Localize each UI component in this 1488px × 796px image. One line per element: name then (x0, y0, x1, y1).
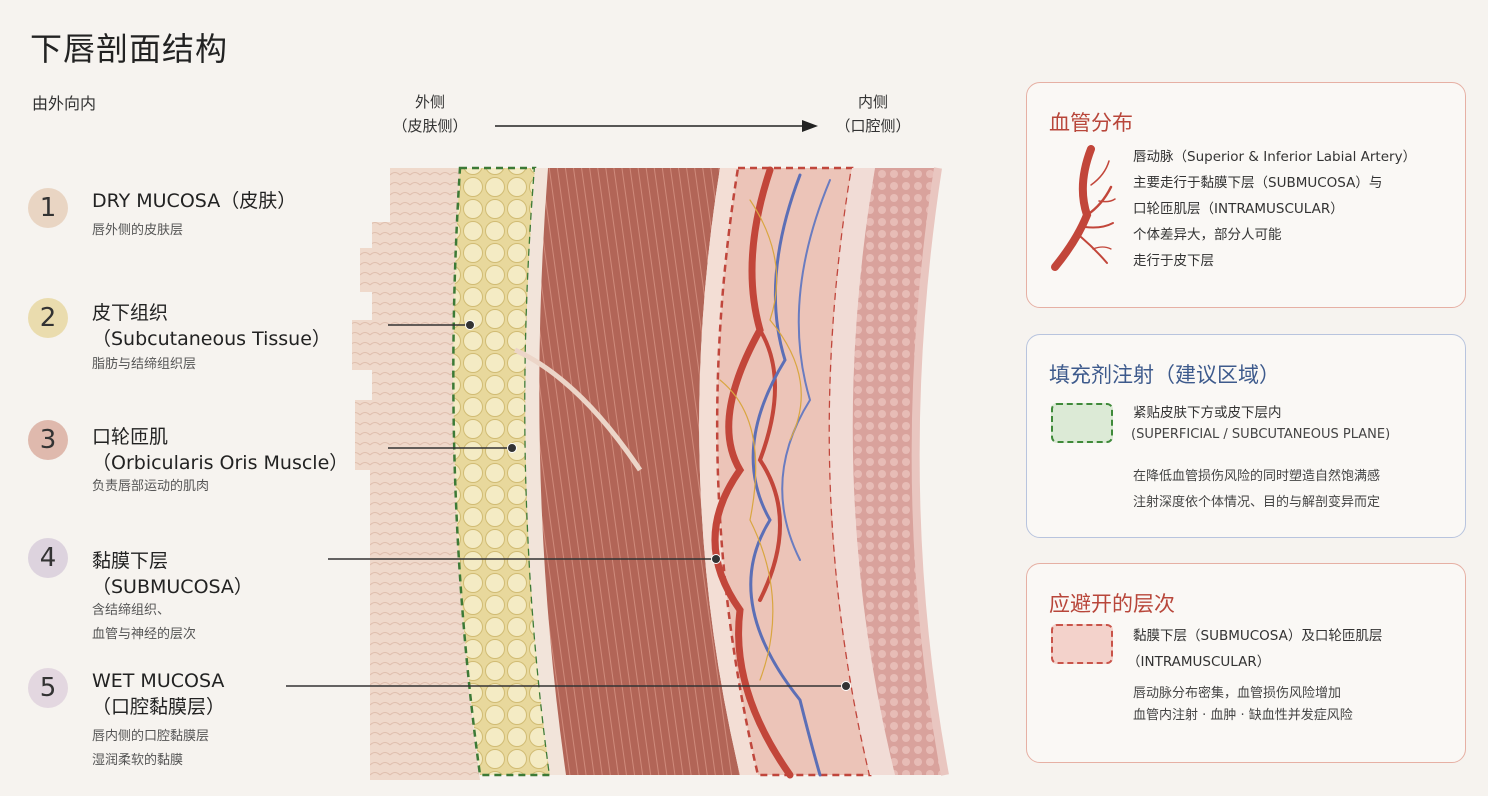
outer-side-label-line1: 外侧 (414, 93, 445, 111)
filler-card-note-1: 在降低血管损伤风险的同时塑造自然饱满感 (1133, 469, 1381, 484)
layer-name-zh: （口腔黏膜层） (92, 696, 226, 718)
vessel-card-line-5: 走行于皮下层 (1133, 253, 1214, 269)
subtitle: 由外向内 (32, 94, 97, 113)
page-title: 下唇剖面结构 (30, 30, 229, 68)
layer-name: WET MUCOSA (92, 670, 225, 692)
layer-fascia (525, 168, 566, 775)
layer-description-2: 血管与神经的层次 (92, 627, 197, 642)
avoid-card-note-1: 唇动脉分布密集，血管损伤风险增加 (1133, 686, 1342, 701)
inner-side-label-line1: 内侧 (857, 93, 888, 111)
layer-description-2: 湿润柔软的黏膜 (92, 753, 184, 768)
layer-name: 口轮匝肌 (92, 426, 169, 448)
layer-number-badge: 3 (28, 420, 68, 460)
layer-description: 唇内侧的口腔黏膜层 (92, 729, 210, 744)
layer-number-badge: 5 (28, 668, 68, 708)
filler-card-note-2: 注射深度依个体情况、目的与解剖变异而定 (1133, 495, 1381, 510)
vessel-distribution-card: 血管分布 唇动脉（Superior & Inferior Labial Arte… (1026, 82, 1466, 308)
vessel-card-title: 血管分布 (1049, 111, 1133, 135)
layer-name-en: （SUBMUCOSA） (92, 576, 253, 598)
outer-side-label-line2: （皮肤侧） (392, 117, 468, 135)
layer-description: 脂肪与结缔组织层 (92, 357, 197, 372)
layer-description: 含结缔组织、 (92, 603, 171, 618)
recommended-zone-swatch (1051, 403, 1113, 443)
avoid-card-note-2: 血管内注射 · 血肿 · 缺血性并发症风险 (1133, 708, 1353, 723)
labial-vessels (711, 166, 831, 779)
artery-icon (1051, 145, 1116, 271)
layer-number-badge: 1 (28, 188, 68, 228)
vessel-card-line-4: 个体差异大，部分人可能 (1133, 227, 1282, 243)
layer-name-en: （Orbicularis Oris Muscle） (92, 452, 349, 474)
leader-dots (465, 320, 851, 691)
layer-name: DRY MUCOSA（皮肤） (92, 190, 297, 212)
layer-description: 负责唇部运动的肌肉 (92, 479, 210, 494)
avoid-zone-swatch (1051, 624, 1113, 664)
filler-card-sub-line: (SUPERFICIAL / SUBCUTANEOUS PLANE) (1131, 427, 1391, 442)
layer-name-en: （Subcutaneous Tissue） (92, 328, 331, 350)
layer-divider-band (699, 168, 758, 775)
mucosa-edge (911, 167, 949, 776)
layer-dry-mucosa (352, 168, 480, 780)
avoid-card-main-line: 黏膜下层（SUBMUCOSA）及口轮匝肌层 (1133, 628, 1383, 644)
outer-side-label: 外侧 （皮肤侧） (385, 90, 475, 138)
filler-recommended-card: 填充剂注射（建议区域） 紧贴皮肤下方或皮下层内 (SUPERFICIAL / S… (1026, 334, 1466, 538)
inner-side-label-line2: （口腔侧） (835, 117, 911, 135)
nerve-fiber (513, 347, 643, 472)
layer-number-badge: 2 (28, 298, 68, 338)
inner-side-label: 内侧 （口腔侧） (828, 90, 918, 138)
filler-card-main-line: 紧贴皮肤下方或皮下层内 (1133, 405, 1282, 421)
layer-name: 皮下组织 (92, 302, 169, 324)
layer-name: 黏膜下层 (92, 550, 169, 572)
avoid-card-title: 应避开的层次 (1049, 592, 1175, 616)
vessel-card-line-3: 口轮匝肌层（INTRAMUSCULAR） (1133, 201, 1344, 217)
layer-description: 唇外侧的皮肤层 (92, 223, 184, 238)
leader-lines (286, 324, 846, 687)
avoid-layers-card: 应避开的层次 黏膜下层（SUBMUCOSA）及口轮匝肌层 （INTRAMUSCU… (1026, 563, 1466, 763)
vessel-card-line-1: 唇动脉（Superior & Inferior Labial Artery） (1133, 149, 1417, 165)
direction-arrow (495, 120, 818, 132)
vessel-card-line-2: 主要走行于黏膜下层（SUBMUCOSA）与 (1133, 175, 1383, 191)
layer-orbicularis-oris (539, 168, 740, 775)
layer-divider-band-2 (829, 168, 895, 775)
filler-card-title: 填充剂注射（建议区域） (1049, 363, 1280, 387)
avoid-card-sub-line: （INTRAMUSCULAR） (1127, 654, 1271, 670)
layer-number-badge: 4 (28, 538, 68, 578)
